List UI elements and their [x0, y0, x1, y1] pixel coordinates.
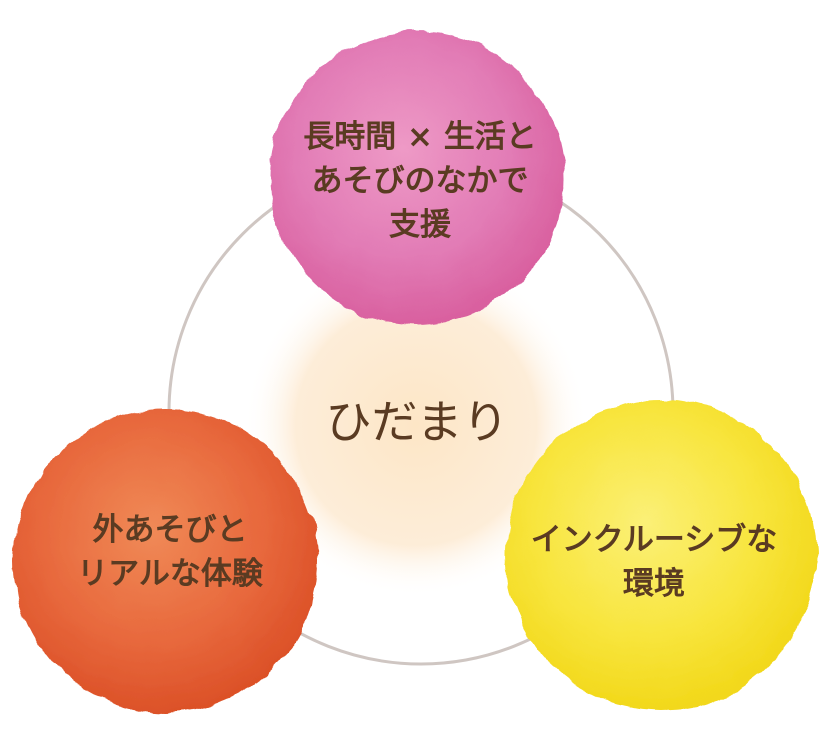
left-node-circle: [14, 409, 318, 713]
left-node-label-line: 外あそびと: [92, 512, 248, 548]
right-node-label-line: インクルーシブな: [530, 522, 778, 558]
left-node-label-line: リアルな体験: [77, 556, 263, 593]
top-node-label-line: あそびのなかで: [311, 163, 529, 200]
top-node-label-line: 長時間 × 生活と: [303, 119, 537, 155]
top-node-circle: [270, 31, 564, 325]
right-node-circle: [506, 400, 816, 710]
top-node-label-line: 支援: [389, 207, 451, 244]
right-node-label: インクルーシブな 環境: [504, 518, 804, 606]
center-label-line: ひだまり: [325, 395, 509, 449]
top-node-label: 長時間 × 生活と あそびのなかで 支援: [270, 115, 570, 247]
center-label: ひだまり: [247, 395, 587, 450]
left-node-label: 外あそびと リアルな体験: [20, 508, 320, 596]
right-node-label-line: 環境: [623, 566, 685, 603]
center-glow: [244, 253, 588, 597]
